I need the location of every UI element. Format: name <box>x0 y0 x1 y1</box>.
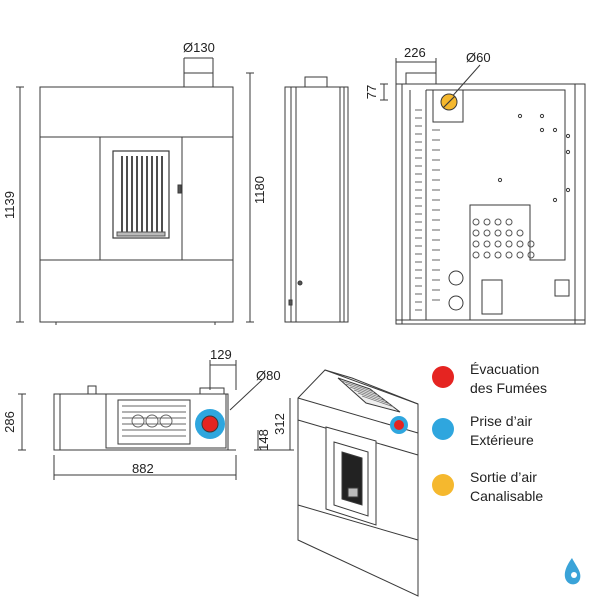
brand-logo-icon <box>564 558 581 585</box>
dim-top-inlet-height-b: 312 <box>272 413 287 435</box>
side-flue-pipe <box>304 76 328 88</box>
front-view <box>16 57 254 325</box>
dim-front-height-right: 1180 <box>252 176 267 204</box>
red-dot-icon <box>432 366 454 388</box>
dim-rear-flue: Ø60 <box>466 50 491 65</box>
dim-front-flue: Ø130 <box>183 40 215 55</box>
dim-rear-top-offset: 77 <box>364 85 379 99</box>
legend-item-inlet: Prise d’air Extérieure <box>430 412 600 456</box>
legend-item-outlet: Sortie d’air Canalisable <box>430 468 600 512</box>
dim-rear-width: 226 <box>404 45 426 60</box>
rear-view <box>380 58 586 325</box>
markers <box>195 93 458 439</box>
dim-top-offset: 129 <box>210 347 232 362</box>
dim-top-depth: 286 <box>2 411 17 433</box>
side-body <box>284 86 349 323</box>
iso-view <box>297 369 419 597</box>
yellow-dot-icon <box>432 474 454 496</box>
dim-top-inlet: Ø80 <box>256 368 281 383</box>
legend-inlet-line2: Extérieure <box>470 432 534 448</box>
legend-item-exhaust: Évacuation des Fumées <box>430 360 600 404</box>
top-flue-red-icon <box>201 415 219 433</box>
dim-top-inlet-height-a: 148 <box>256 429 271 451</box>
top-view <box>18 360 294 480</box>
legend-exhaust-line1: Évacuation <box>470 361 540 377</box>
legend-inlet-line1: Prise d’air <box>470 413 533 429</box>
blue-dot-icon <box>432 418 454 440</box>
legend-outlet-line2: Canalisable <box>470 488 544 504</box>
front-flue-pipe <box>183 72 214 88</box>
side-view <box>284 76 349 323</box>
iso-flue-red-icon <box>394 420 404 430</box>
dim-top-width: 882 <box>132 461 154 476</box>
legend-outlet-line1: Sortie d’air <box>470 469 537 485</box>
legend-exhaust-line2: des Fumées <box>470 380 548 396</box>
dim-front-height-left: 1139 <box>2 191 17 219</box>
front-window-grid <box>121 156 163 232</box>
